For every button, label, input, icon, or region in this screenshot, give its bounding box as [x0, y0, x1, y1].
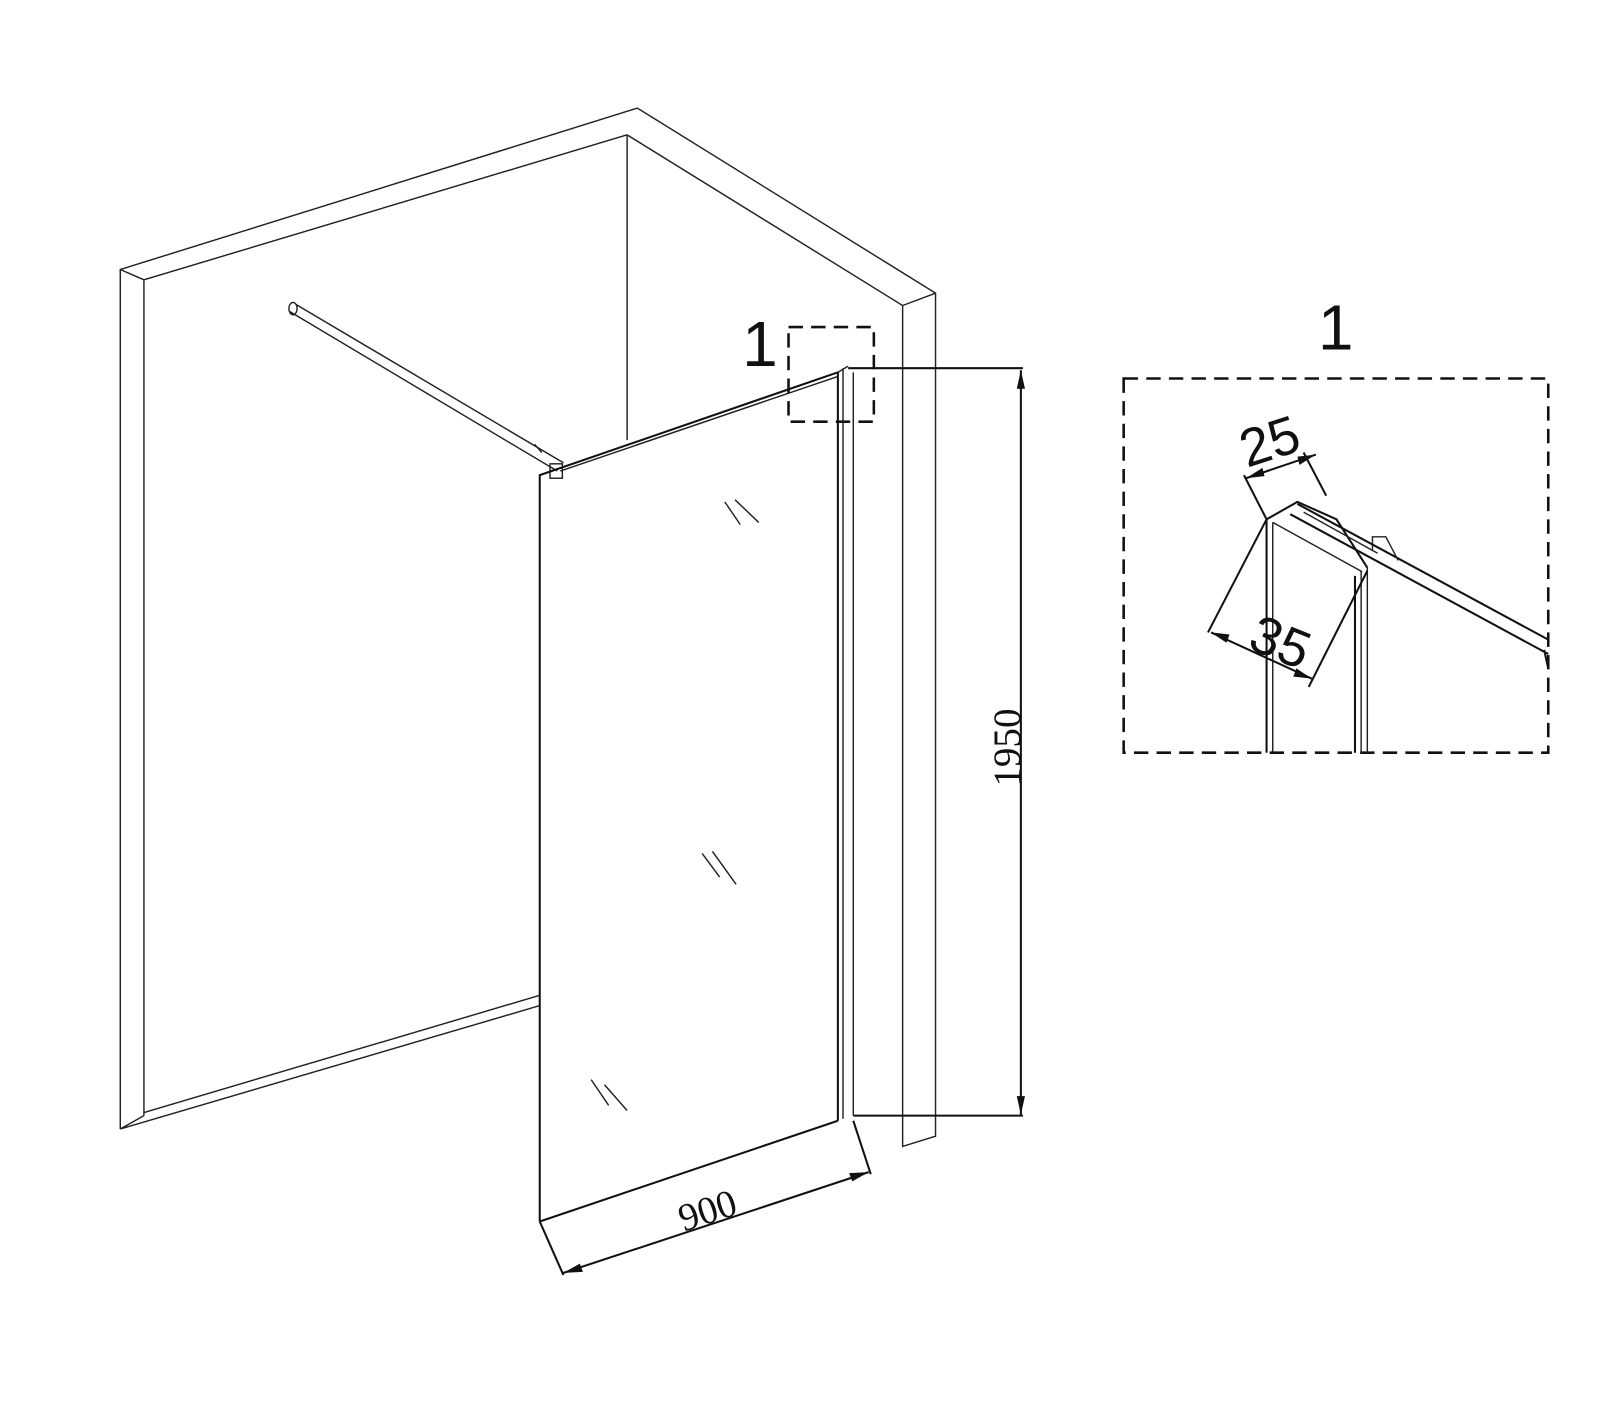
detail-view-label: 1	[1318, 292, 1353, 364]
right-wall	[626, 107, 937, 1148]
support-bar	[288, 301, 564, 479]
detail-view: 1 25 35	[1122, 292, 1550, 754]
width-dimension-label: 900	[673, 1181, 742, 1240]
profile-depth-label: 35	[1242, 604, 1319, 681]
detail-marker-label: 1	[742, 308, 777, 380]
profile-width-label: 25	[1233, 405, 1308, 479]
glass-reflection-marks	[590, 499, 760, 1111]
left-wall	[119, 107, 638, 1130]
height-dimension: 1950	[848, 367, 1029, 1117]
height-dimension-label: 1950	[986, 709, 1029, 787]
glass-panel	[538, 365, 855, 1223]
width-dimension: 900	[538, 1120, 872, 1276]
